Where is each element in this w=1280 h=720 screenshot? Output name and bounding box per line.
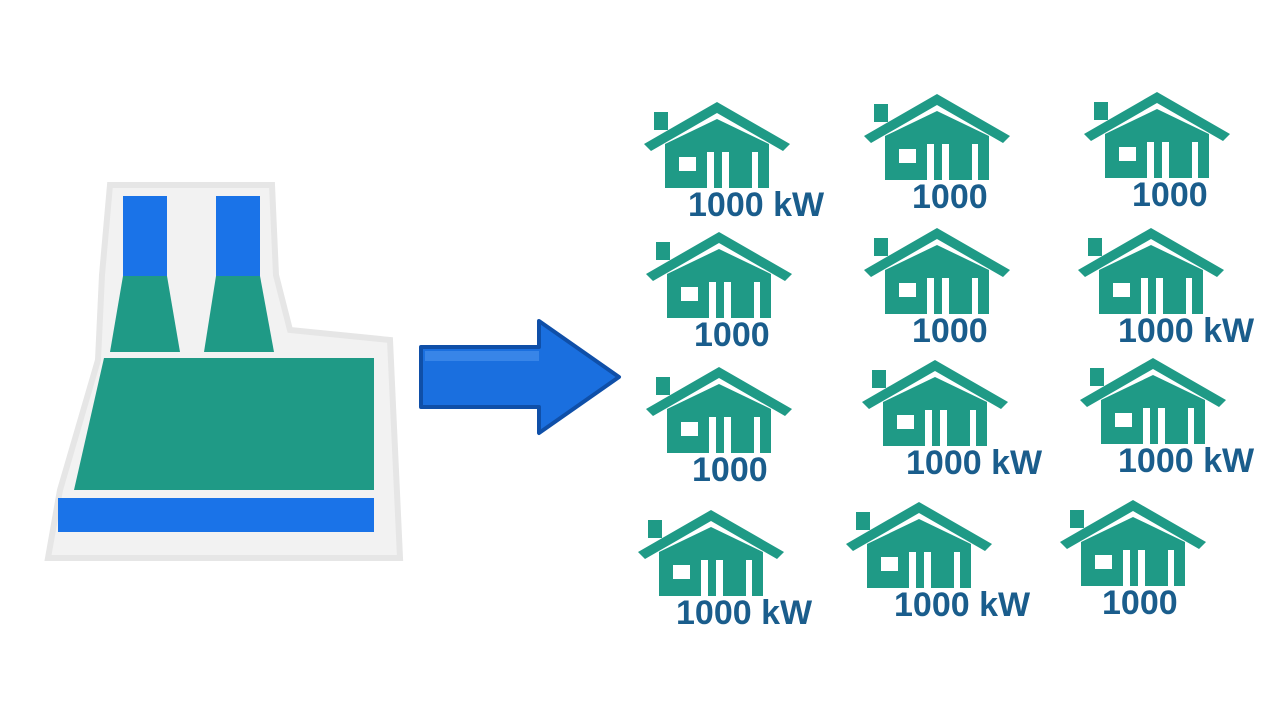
house-power-label: 1000 [1132, 176, 1208, 214]
house-icon [864, 94, 1010, 181]
house-icon [846, 502, 992, 589]
house-icon [646, 232, 792, 319]
house-icon [646, 367, 792, 454]
house-power-label: 1000 kW [894, 586, 1031, 624]
house-power-label: 1000 kW [1118, 442, 1255, 480]
house-12: 1000 [1058, 498, 1218, 622]
power-plant-icon [44, 182, 404, 561]
house-icon [638, 510, 784, 597]
right-arrow-icon [419, 319, 621, 435]
house-icon [1080, 358, 1226, 445]
house-icon [864, 228, 1010, 315]
house-1: 1000 kW [642, 100, 824, 224]
house-power-label: 1000 kW [688, 186, 825, 224]
house-8: 1000 kW [860, 358, 1042, 482]
house-power-label: 1000 [1102, 584, 1178, 622]
house-power-label: 1000 [692, 451, 768, 489]
house-power-label: 1000 [912, 178, 988, 216]
house-power-label: 1000 [912, 312, 988, 350]
house-11: 1000 kW [844, 500, 1030, 624]
house-icon [1084, 92, 1230, 179]
house-icon [1078, 228, 1224, 315]
house-power-label: 1000 [694, 316, 770, 354]
house-3: 1000 [1082, 90, 1242, 214]
house-icon [1060, 500, 1206, 587]
house-6: 1000 kW [1076, 226, 1254, 350]
house-power-label: 1000 kW [906, 444, 1043, 482]
house-icon [644, 102, 790, 189]
right-arrow [415, 315, 630, 440]
house-7: 1000 [644, 365, 804, 489]
house-4: 1000 [644, 230, 804, 354]
power-plant: 1 MW [40, 180, 410, 651]
house-power-label: 1000 kW [676, 594, 813, 632]
house-power-label: 1000 kW [1118, 312, 1255, 350]
house-9: 1000 kW [1078, 356, 1254, 480]
house-5: 1000 [862, 226, 1022, 350]
house-icon [862, 360, 1008, 447]
plant-capacity-label: 1 MW [160, 560, 389, 656]
house-2: 1000 [862, 92, 1022, 216]
house-10: 1000 kW [636, 508, 812, 632]
